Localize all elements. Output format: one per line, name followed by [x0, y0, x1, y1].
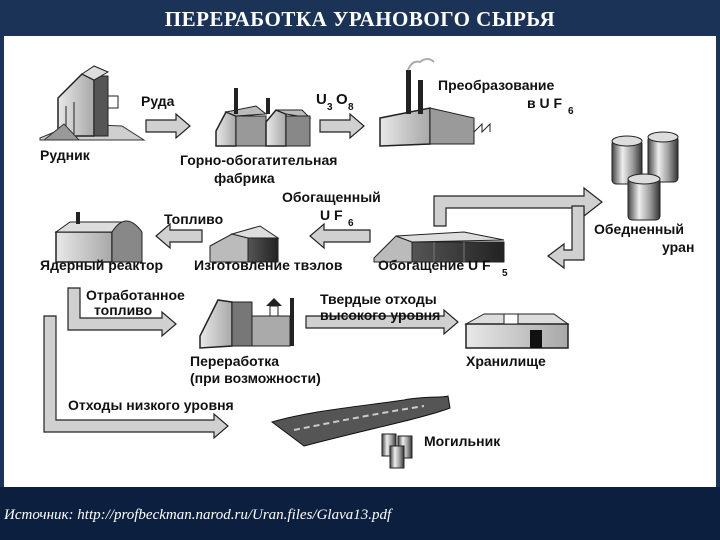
label-mill-line1: Горно-обогатительная: [180, 152, 337, 168]
label-u3o8: U 3 O 8: [316, 91, 354, 113]
label-enriched-line1: Обогащенный: [282, 189, 381, 205]
fuel-cycle-diagram: Рудник Руда Горно-обогатительная фабрика…: [39, 58, 694, 469]
arrow-hlw: [305, 308, 459, 336]
label-conversion-line2: в U F: [527, 95, 562, 111]
svg-text:U: U: [316, 91, 327, 108]
label-fuel: Топливо: [164, 211, 223, 227]
label-hlw-line2: высокого уровня: [320, 307, 440, 323]
footer: Источник: http://profbeckman.narod.ru/Ur…: [0, 487, 720, 540]
label-spent-line1: Отработанное: [86, 287, 185, 303]
arrow-llw: [43, 315, 229, 440]
arrow-ore: [145, 112, 191, 140]
mine-icon: [39, 65, 146, 141]
fuel-fabrication-icon: [209, 225, 280, 263]
conversion-plant-icon: [379, 58, 491, 147]
label-storage: Хранилище: [466, 353, 546, 369]
arrow-enriched: [309, 222, 371, 250]
reactor-icon: [54, 212, 143, 263]
label-llw: Отходы низкого уровня: [68, 397, 234, 413]
label-reprocessing-line2: (при возможности): [190, 370, 321, 386]
source-citation: Источник: http://profbeckman.narod.ru/Ur…: [4, 507, 392, 523]
label-enriched-line2: U F: [320, 207, 343, 223]
label-conversion-sub: 6: [568, 106, 574, 117]
enrichment-plant-icon: [373, 231, 505, 263]
svg-text:8: 8: [348, 102, 354, 113]
label-conversion-line1: Преобразование: [438, 77, 555, 93]
title-bar: ПЕРЕРАБОТКА УРАНОВОГО СЫРЬЯ: [4, 2, 716, 36]
label-hlw-line1: Твердые отходы: [320, 291, 437, 307]
mill-icon: [215, 88, 312, 147]
label-spent-line2: топливо: [94, 302, 152, 318]
page-title: ПЕРЕРАБОТКА УРАНОВОГО СЫРЬЯ: [164, 6, 556, 31]
storage-building-icon: [464, 313, 570, 349]
label-depleted-line1: Обедненный: [594, 221, 684, 237]
label-reactor: Ядерный реактор: [40, 257, 163, 273]
label-enriched-sub: 6: [348, 218, 354, 229]
arrow-spent: [67, 287, 177, 338]
diagram-panel: Рудник Руда Горно-обогатительная фабрика…: [4, 36, 716, 487]
label-ore: Руда: [141, 93, 175, 109]
flow-arrows: [43, 112, 603, 440]
arrow-u3o8: [319, 112, 365, 140]
label-mine: Рудник: [40, 147, 91, 163]
reprocessing-plant-icon: [199, 298, 294, 349]
label-reprocessing-line1: Переработка: [190, 353, 279, 369]
label-depleted-line2: уран: [662, 239, 694, 255]
label-repository: Могильник: [424, 433, 501, 449]
svg-text:O: O: [336, 91, 348, 108]
label-enrichment-sub: 5: [502, 268, 508, 279]
depleted-uranium-barrels-icon: [611, 131, 679, 221]
label-mill-line2: фабрика: [214, 170, 275, 186]
label-fabrication: Изготовление твэлов: [194, 257, 343, 273]
repository-icon: [270, 395, 451, 469]
arrow-fuel: [155, 222, 203, 250]
svg-text:3: 3: [327, 102, 333, 113]
label-enrichment: Обогащение U F: [378, 257, 491, 273]
arrow-to-enrichment: [547, 205, 585, 270]
